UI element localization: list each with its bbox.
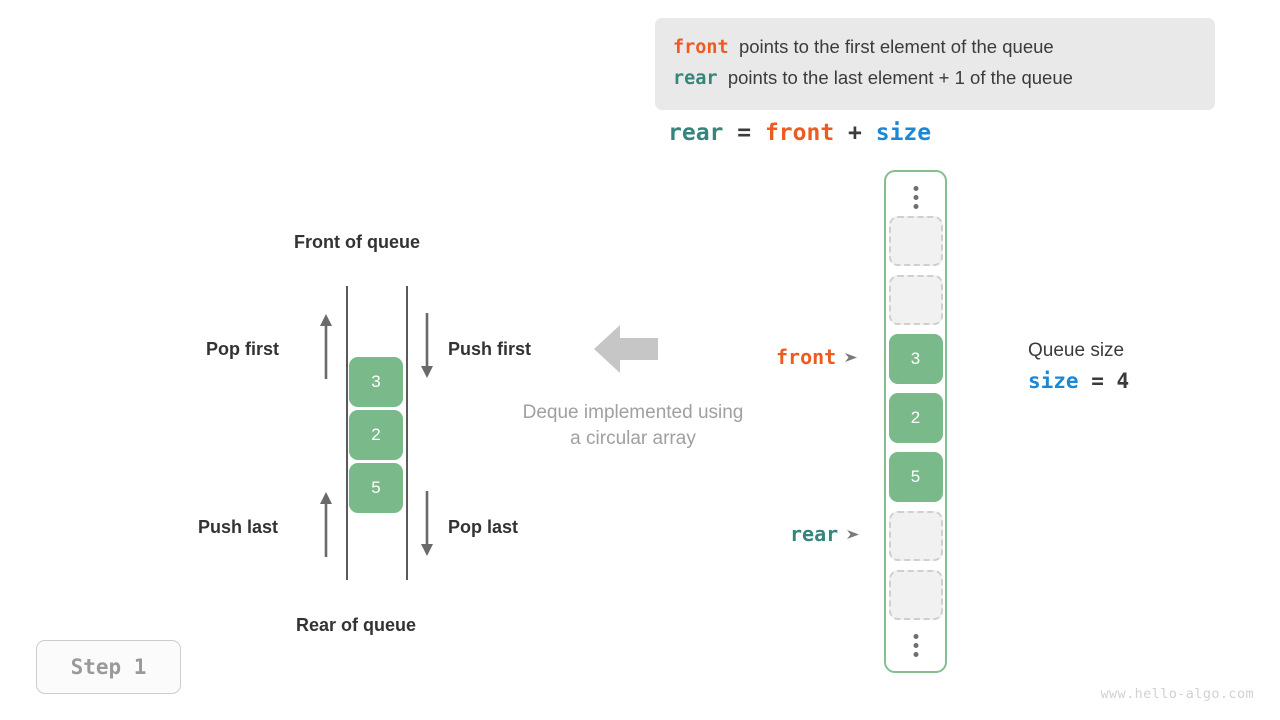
callout-text-front: points to the first element of the queue — [728, 36, 1054, 57]
caption-line-1: Deque implemented using — [522, 402, 744, 423]
diagram-caption: Deque implemented using a circular array — [492, 400, 774, 452]
array-slot — [888, 511, 943, 561]
array-slot: 3 — [888, 334, 943, 384]
array-slot: 5 — [888, 452, 943, 502]
caption-line-2: a circular array — [570, 428, 696, 449]
ellipsis-bottom-icon — [913, 634, 918, 657]
rear-pointer-arrow-icon — [847, 529, 860, 539]
pop-last-arrow-down-icon — [421, 491, 433, 556]
front-pointer: front — [776, 345, 859, 369]
callout-keyword-front: front — [673, 37, 729, 58]
push-first-label: Push first — [448, 339, 532, 359]
array-slot — [888, 570, 943, 620]
front-of-queue-label: Front of queue — [294, 232, 420, 252]
array-slot: 2 — [888, 393, 943, 443]
callout-keyword-rear: rear — [673, 68, 718, 89]
queue-size-block: Queue size size = 4 — [1028, 337, 1129, 397]
front-pointer-arrow-icon — [845, 352, 858, 362]
circular-array-frame: 3 2 5 — [884, 170, 947, 673]
ellipsis-top-icon — [913, 186, 918, 209]
deque-cell: 5 — [349, 463, 403, 513]
equation-lhs: rear — [668, 120, 724, 146]
mapping-arrow-left-icon — [594, 325, 658, 373]
watermark: www.hello-algo.com — [1100, 686, 1254, 702]
deque-rail-left — [346, 286, 348, 580]
pop-first-arrow-up-icon — [320, 314, 332, 379]
equation-rhs-front: front — [764, 120, 835, 146]
pop-last-label: Pop last — [448, 517, 519, 537]
rear-of-queue-label: Rear of queue — [296, 615, 417, 635]
queue-size-var: size — [1028, 369, 1079, 393]
equation-op2: + — [834, 120, 876, 146]
rear-pointer: rear — [790, 522, 861, 546]
step-badge: Step 1 — [36, 640, 181, 694]
callout-line-rear: rear points to the last element + 1 of t… — [673, 63, 1197, 94]
equation-rhs-size: size — [875, 120, 932, 146]
deque-cell: 3 — [349, 357, 403, 407]
queue-size-value: 4 — [1116, 369, 1130, 393]
deque-cell: 2 — [349, 410, 403, 460]
push-last-arrow-up-icon — [320, 492, 332, 557]
queue-size-op: = — [1078, 369, 1117, 393]
rear-pointer-label: rear — [790, 522, 839, 546]
pop-first-label: Pop first — [206, 339, 280, 359]
callout-text-rear: points to the last element + 1 of the qu… — [717, 67, 1073, 88]
callout-line-front: front points to the first element of the… — [673, 32, 1197, 63]
queue-size-expression: size = 4 — [1028, 365, 1129, 397]
rear-equation: rear = front + size — [668, 120, 931, 146]
pointer-definition-callout: front points to the first element of the… — [655, 18, 1215, 110]
queue-size-title: Queue size — [1028, 340, 1125, 361]
push-first-arrow-down-icon — [421, 313, 433, 378]
push-last-label: Push last — [198, 517, 279, 537]
deque-rail-right — [406, 286, 408, 580]
equation-op1: = — [723, 120, 765, 146]
front-pointer-label: front — [776, 345, 837, 369]
array-slot — [888, 216, 943, 266]
array-slot — [888, 275, 943, 325]
